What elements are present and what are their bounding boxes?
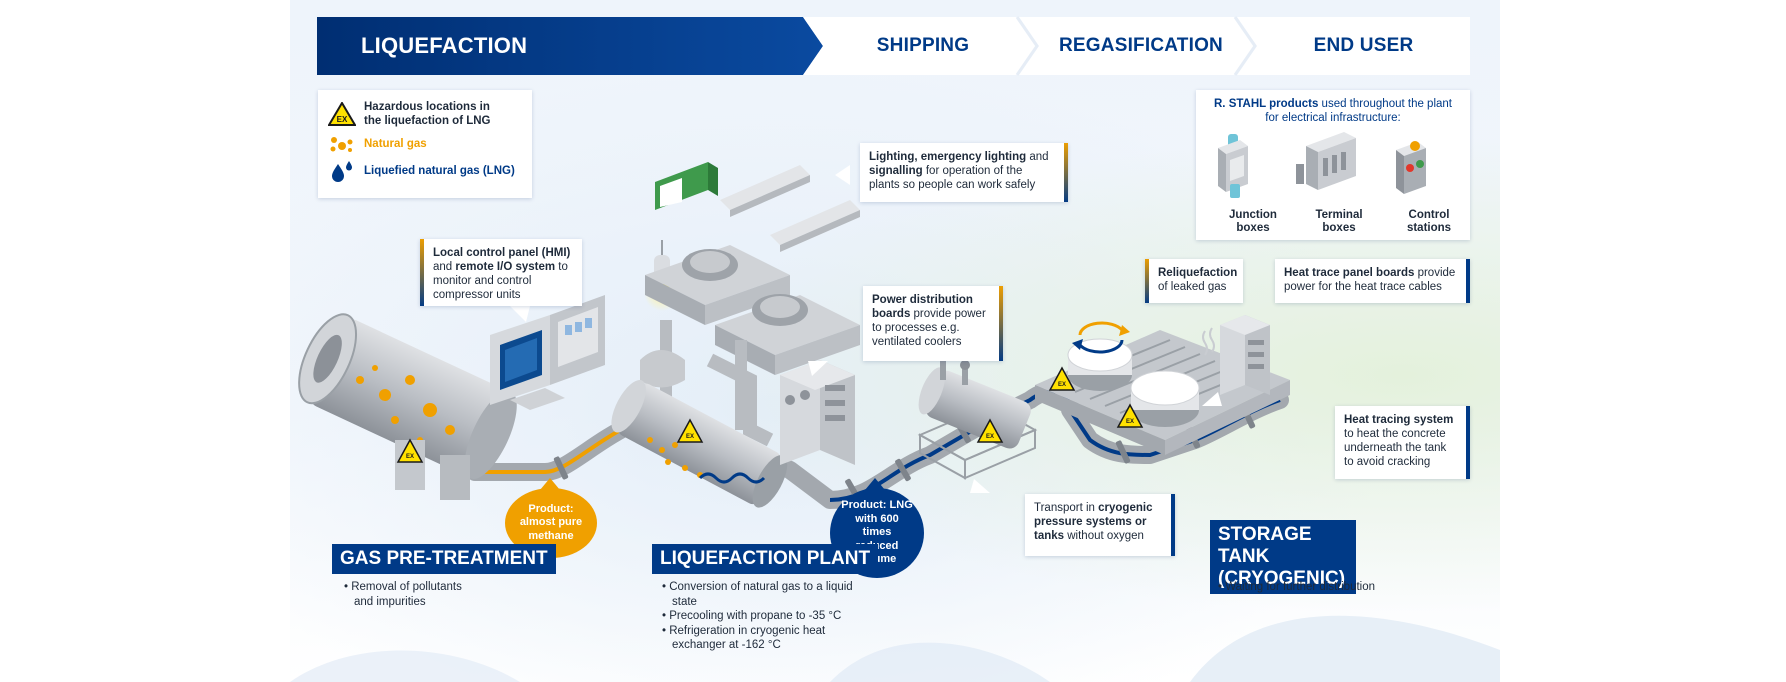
svg-text:EX: EX (337, 115, 348, 124)
nav-tab-shipping[interactable]: SHIPPING (876, 35, 970, 56)
junction-box-icon (1218, 134, 1248, 198)
nav-arrow-end-user (1237, 17, 1470, 75)
callout-power-distribution: Power distribution boards provide power … (863, 286, 1003, 361)
lng-droplet-icon (332, 161, 352, 182)
callout-transport: Transport in cryogenic pressure systems … (1025, 494, 1175, 556)
callout-hmi: Local control panel (HMI) and remote I/O… (420, 239, 582, 306)
product-label-junction-boxes: Junction boxes (1229, 209, 1277, 234)
cryogenic-heat-exchanger: EX (611, 380, 788, 508)
stage-bullets-liquefaction-plant: • Conversion of natural gas to a liquid … (662, 580, 862, 653)
stage-bullets-gas-pretreatment: • Removal of pollutants and impurities (344, 580, 484, 609)
callout-reliquefaction: Reliquefaction of leaked gas (1145, 259, 1243, 303)
nav-tab-liquefaction[interactable]: LIQUEFACTION (361, 33, 528, 58)
power-distribution-board (780, 360, 855, 465)
product-label-terminal-boxes: Terminal boxes (1315, 209, 1363, 234)
stage-title-storage-tank: STORAGE TANK (CRYOGENIC) (1210, 520, 1356, 594)
transport-pressure-vessel: EX (917, 350, 1038, 480)
nav-arrow-liquefaction (317, 17, 823, 75)
natural-gas-bubbles-icon (330, 137, 353, 152)
light-fitting (770, 200, 860, 252)
stage-title-liquefaction-plant: LIQUEFACTION PLANT (652, 544, 879, 574)
hmi-control-panel (490, 295, 605, 410)
callout-lighting: Lighting, emergency lighting and signall… (860, 143, 1068, 202)
pretreatment-vessel: EX (298, 313, 517, 500)
nav-tab-regasification[interactable]: REGASIFICATION (1059, 35, 1223, 56)
svg-text:EX: EX (1058, 382, 1066, 388)
exit-sign (655, 162, 718, 210)
stage-bullets-storage-tank: • Waiting for further distribution (1218, 580, 1418, 595)
products-heading: R. STAHL products used throughout the pl… (1214, 98, 1452, 124)
nav-arrow-shipping (803, 17, 1037, 75)
svg-text:EX: EX (686, 434, 694, 440)
products-icons (1218, 132, 1426, 198)
legend-box: EX Hazardous locations in the liquefacti… (318, 90, 532, 198)
infographic-stage: EX (290, 0, 1500, 682)
product-label-control-stations: Control stations (1406, 209, 1452, 234)
nav-tab-end-user[interactable]: END USER (1313, 35, 1414, 56)
process-illustration: EX (290, 16, 1500, 682)
bullet-item: • Conversion of natural gas to a liquid … (662, 581, 853, 608)
legend-natural-gas-label: Natural gas (364, 138, 427, 150)
legend-hazard-label: Hazardous locations in the liquefaction … (364, 101, 491, 127)
legend-lng: Liquefied natural gas (LNG) (328, 160, 522, 182)
control-station-icon (1396, 141, 1426, 194)
svg-text:EX: EX (406, 454, 414, 460)
wave-decoration (830, 642, 1050, 682)
reliquefaction-cycle-icon (1072, 321, 1130, 354)
legend-hazard: EX Hazardous locations in the liquefacti… (328, 100, 522, 128)
bullet-item: • Waiting for further distribution (1218, 581, 1376, 593)
ventilated-coolers (640, 245, 860, 447)
bullet-item: • Precooling with propane to -35 °C (662, 610, 842, 622)
stage-title-gas-pretreatment: GAS PRE-TREATMENT (332, 544, 556, 574)
callout-heat-trace-panel: Heat trace panel boards provide power fo… (1275, 259, 1470, 303)
nav-arrow-regasification (1019, 17, 1255, 75)
hazard-warning-icon: EX (328, 102, 356, 126)
wave-decoration (1190, 615, 1500, 682)
bullet-item: • Removal of pollutants and impurities (344, 581, 462, 608)
legend-lng-label: Liquefied natural gas (LNG) (364, 165, 515, 177)
wave-decoration (290, 650, 520, 682)
bullet-item: • Refrigeration in cryogenic heat exchan… (662, 624, 826, 652)
legend-natural-gas: Natural gas (328, 134, 522, 154)
terminal-box-icon (1296, 132, 1356, 190)
callout-heat-tracing: Heat tracing system to heat the concrete… (1335, 406, 1470, 479)
svg-text:EX: EX (986, 434, 994, 440)
svg-text:EX: EX (1126, 419, 1134, 425)
light-fitting (720, 165, 810, 217)
heat-trace-panel-board (1202, 315, 1270, 395)
cryogenic-storage-tank: EX (1116, 370, 1200, 428)
